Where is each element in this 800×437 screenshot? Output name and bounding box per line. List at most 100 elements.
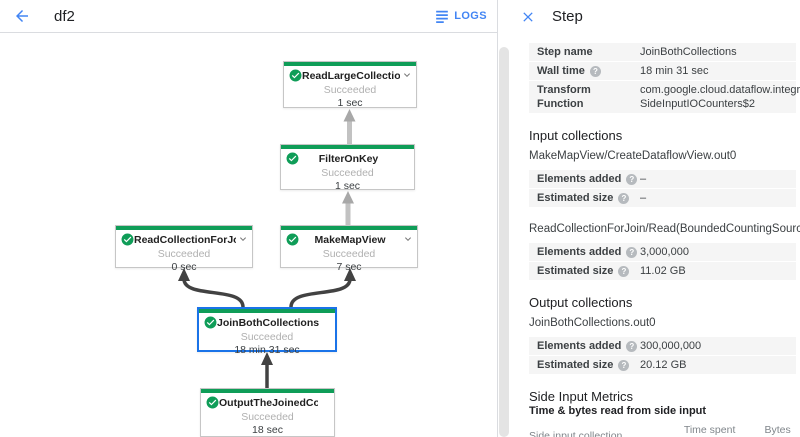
node-time: 1 sec <box>337 97 363 109</box>
node-title: ReadLargeCollectionFr... <box>302 70 400 82</box>
node-status: Succeeded <box>321 167 374 179</box>
help-circle-icon[interactable] <box>589 65 601 77</box>
col-bytes-read: Bytes read <box>764 421 796 437</box>
node-time: 0 sec <box>171 261 197 273</box>
summary-label: Step name <box>537 46 593 58</box>
node-success-bar <box>281 145 414 149</box>
help-circle-icon[interactable] <box>626 246 638 258</box>
help-circle-icon[interactable] <box>618 359 630 371</box>
panel-scrollbar[interactable] <box>499 47 509 437</box>
logs-button[interactable]: LOGS <box>435 9 487 23</box>
node-success-bar <box>199 309 335 313</box>
summary-row-step-name: Step name JoinBothCollections <box>529 43 796 61</box>
estimated-size-row: Estimated size 11.02 GB <box>529 262 796 280</box>
metric-label: Estimated size <box>537 358 640 372</box>
node-title: MakeMapView <box>314 234 386 246</box>
metric-value: – <box>640 192 647 204</box>
metric-value: 11.02 GB <box>640 265 686 277</box>
node-title: FilterOnKey <box>318 153 379 165</box>
graph-node-joinbothcollections-selected[interactable]: JoinBothCollections Succeeded 18 min 31 … <box>197 307 337 356</box>
node-title-row: FilterOnKey <box>281 152 414 167</box>
back-arrow-icon[interactable] <box>13 7 31 25</box>
node-title: JoinBothCollections <box>217 317 319 329</box>
help-circle-icon[interactable] <box>618 265 630 277</box>
check-circle-icon <box>121 233 134 246</box>
metric-label: Elements added <box>537 245 640 259</box>
chevron-down-icon[interactable] <box>402 233 414 245</box>
node-title-row: MakeMapView <box>281 233 417 248</box>
metric-label: Elements added <box>537 172 640 186</box>
node-success-bar <box>201 389 334 393</box>
panel-title: Step <box>552 8 583 25</box>
help-circle-icon[interactable] <box>626 340 638 352</box>
input-collections-heading: Input collections <box>529 128 623 143</box>
side-input-metrics-heading: Side Input Metrics <box>529 389 634 404</box>
step-panel-content: Step name JoinBothCollections Wall time … <box>529 43 800 437</box>
node-status: Succeeded <box>157 248 211 260</box>
graph-node-readlargecollection[interactable]: ReadLargeCollectionFr... Succeeded 1 sec <box>283 61 417 109</box>
estimated-size-row: Estimated size – <box>529 189 796 207</box>
node-success-bar <box>116 226 252 230</box>
summary-label: Transform Function <box>537 84 591 110</box>
panel-divider <box>497 0 498 437</box>
summary-value: JoinBothCollections <box>640 46 737 58</box>
elements-added-row: Elements added – <box>529 170 796 188</box>
logs-list-icon <box>436 10 449 23</box>
estimated-size-row: Estimated size 20.12 GB <box>529 356 796 374</box>
metric-value: – <box>640 173 647 185</box>
metric-value: 3,000,000 <box>640 246 689 258</box>
elements-added-row: Elements added 3,000,000 <box>529 243 796 261</box>
chevron-down-icon[interactable] <box>237 233 249 245</box>
collection-name: JoinBothCollections.out0 <box>529 317 656 329</box>
check-circle-icon <box>204 316 217 329</box>
node-time: 18 min 31 sec <box>234 344 300 356</box>
graph-node-filteronkey[interactable]: FilterOnKey Succeeded 1 sec <box>280 144 415 192</box>
collection-name: MakeMapView/CreateDataflowView.out0 <box>529 150 737 162</box>
node-success-bar <box>284 62 416 66</box>
job-title: df2 <box>54 7 75 25</box>
side-input-subheading: Time & bytes read from side input <box>529 405 707 417</box>
node-status: Succeeded <box>322 248 376 260</box>
help-circle-icon[interactable] <box>618 192 630 204</box>
summary-row-transform-function: Transform Function com.google.cloud.data… <box>529 81 800 113</box>
summary-value: com.google.cloud.dataflow.integration. S… <box>640 84 800 110</box>
col-time-spent-reading: Time spent reading <box>683 421 765 437</box>
logs-button-label: LOGS <box>454 10 487 22</box>
node-title-row: ReadCollectionForJoin <box>116 233 252 248</box>
node-title: ReadCollectionForJoin <box>134 234 236 246</box>
chevron-down-icon[interactable] <box>401 69 413 81</box>
output-collections-heading: Output collections <box>529 295 633 310</box>
node-time: 1 sec <box>334 180 361 192</box>
job-header-bar: df2 LOGS <box>0 0 497 33</box>
node-status: Succeeded <box>241 411 294 423</box>
graph-node-readcollectionforjoin[interactable]: ReadCollectionForJoin Succeeded 0 sec <box>115 225 253 273</box>
elements-added-row: Elements added 300,000,000 <box>529 337 796 355</box>
summary-value: 18 min 31 sec <box>640 65 709 77</box>
check-circle-icon <box>286 152 299 165</box>
help-circle-icon[interactable] <box>626 173 638 185</box>
node-status: Succeeded <box>240 331 294 343</box>
side-input-table: Side input collection Time spent reading… <box>529 421 796 437</box>
node-time: 7 sec <box>336 261 362 273</box>
spacer <box>529 208 796 218</box>
node-success-bar <box>281 226 417 230</box>
col-side-input-collection: Side input collection <box>529 421 684 437</box>
table-header-row: Side input collection Time spent reading… <box>529 421 796 437</box>
check-circle-icon <box>206 396 219 409</box>
check-circle-icon <box>286 233 299 246</box>
metric-label: Elements added <box>537 339 640 353</box>
graph-node-outputthejoined[interactable]: OutputTheJoinedCollec... Succeeded 18 se… <box>200 388 335 437</box>
summary-row-wall-time: Wall time 18 min 31 sec <box>529 62 796 80</box>
metric-label: Estimated size <box>537 191 640 205</box>
step-panel-header: Step <box>498 0 800 33</box>
collection-name: ReadCollectionForJoin/Read(BoundedCounti… <box>529 223 800 235</box>
metric-value: 20.12 GB <box>640 359 687 371</box>
metric-value: 300,000,000 <box>640 340 702 352</box>
pipeline-edges <box>178 109 356 388</box>
graph-node-makemapview[interactable]: MakeMapView Succeeded 7 sec <box>280 225 418 273</box>
close-icon[interactable] <box>520 9 536 25</box>
check-circle-icon <box>289 69 302 82</box>
node-title-row: JoinBothCollections <box>199 316 335 331</box>
node-title-row: ReadLargeCollectionFr... <box>284 69 416 84</box>
